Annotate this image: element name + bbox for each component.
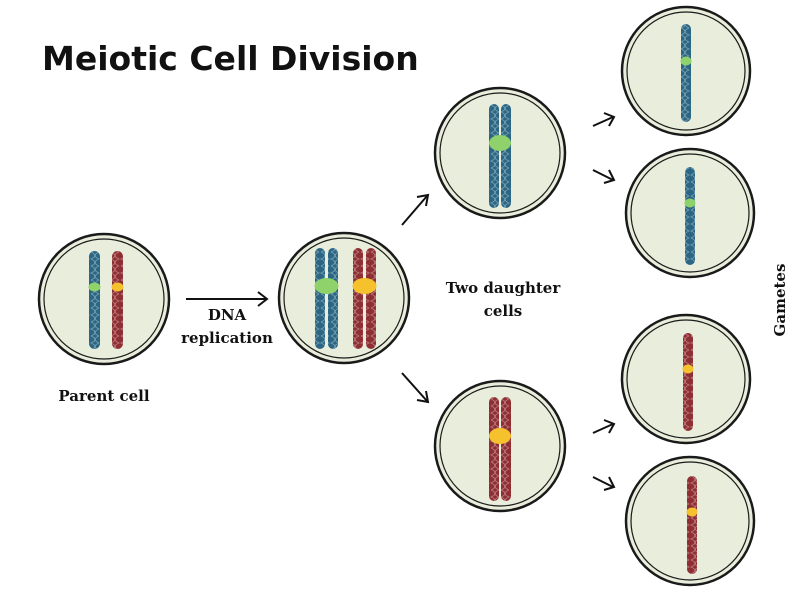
daughter-label-line2: cells bbox=[484, 302, 523, 320]
dna-replication-arrow bbox=[186, 292, 267, 306]
arrow-to-gamete-2 bbox=[593, 170, 614, 183]
red-chromosome bbox=[112, 251, 124, 349]
diagram-title: Meiotic Cell Division bbox=[42, 39, 419, 78]
parent-cell bbox=[39, 234, 169, 364]
daughter-cell-bottom bbox=[435, 381, 565, 511]
yellow-centromere bbox=[489, 428, 511, 444]
green-centromere bbox=[681, 57, 692, 66]
yellow-centromere bbox=[353, 278, 377, 294]
arrow-to-gamete-1 bbox=[593, 113, 614, 126]
arrow-to-gamete-4 bbox=[593, 477, 614, 490]
dna-label-line1: DNA bbox=[208, 306, 247, 324]
green-centromere bbox=[315, 278, 339, 294]
gamete-cell-2 bbox=[626, 149, 754, 277]
green-centromere bbox=[685, 199, 696, 208]
arrow-to-top-daughter bbox=[402, 195, 428, 225]
replicated-cell bbox=[279, 233, 409, 363]
dna-label-line2: replication bbox=[181, 329, 273, 347]
daughter-label-line1: Two daughter bbox=[446, 279, 562, 297]
gamete-cell-1 bbox=[622, 7, 750, 135]
blue-chromosome bbox=[89, 251, 101, 349]
green-centromere bbox=[489, 135, 511, 151]
arrow-to-gamete-3 bbox=[593, 420, 614, 433]
arrow-to-bottom-daughter bbox=[402, 373, 428, 402]
yellow-centromere bbox=[683, 365, 694, 374]
daughter-cell-top bbox=[435, 88, 565, 218]
yellow-centromere bbox=[687, 508, 698, 517]
yellow-centromere bbox=[112, 283, 124, 292]
parent-cell-label: Parent cell bbox=[58, 387, 149, 405]
gamete-cell-3 bbox=[622, 315, 750, 443]
green-centromere bbox=[89, 283, 101, 292]
gamete-cell-4 bbox=[626, 457, 754, 585]
gametes-label: Gametes bbox=[771, 264, 789, 337]
